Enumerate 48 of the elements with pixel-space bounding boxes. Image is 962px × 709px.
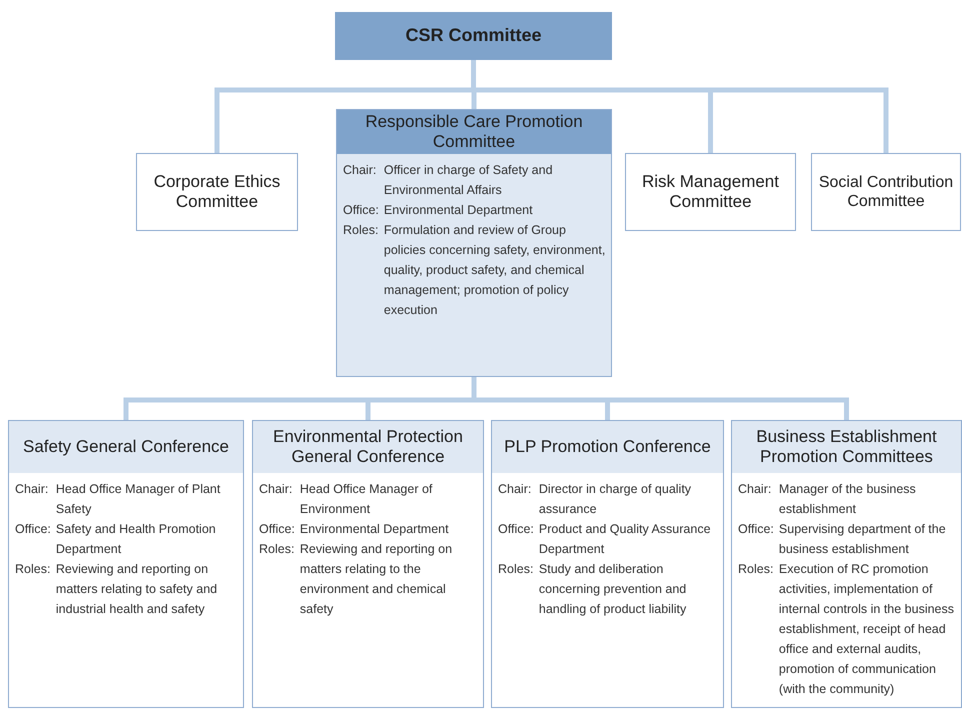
field-value: Formulation and review of Group policies concerning safety, environment, quality, product safety, and chemical management; promotion of policy execution [384, 222, 606, 319]
committee-name: Risk Management Committee [640, 170, 780, 213]
committee-box [335, 12, 612, 60]
committee-name: CSR Committee [404, 24, 543, 48]
field-value: Environmental Department [384, 202, 534, 219]
field-value: Reviewing and reporting on matters relating to safety and industrial health and safety [56, 561, 218, 618]
field-label: Office: [738, 521, 774, 538]
field-value: Officer in charge of Safety and Environmental Affairs [384, 162, 554, 199]
field-label: Chair: [738, 481, 772, 498]
field-label: Roles: [15, 561, 51, 578]
committee-name: Responsible Care Promotion Committee [337, 110, 611, 154]
field-value: Supervising department of the business establishment [778, 521, 947, 558]
field-label: Office: [343, 202, 379, 219]
committee-box [731, 420, 962, 708]
field-label: Chair: [259, 481, 294, 498]
field-value: Safety and Health Promotion Department [56, 521, 217, 558]
field-label: Chair: [343, 162, 378, 179]
field-label: Chair: [498, 481, 532, 498]
field-value: Head Office Manager of Plant Safety [56, 481, 222, 518]
committee-box [625, 153, 796, 231]
field-label: Office: [259, 521, 295, 538]
committee-name: Environmental Protection General Conference [253, 421, 483, 473]
field-value: Study and deliberation concerning prevention and handling of product liability [538, 561, 688, 618]
committee-name: Safety General Conference [9, 421, 243, 473]
committee-box [491, 420, 724, 708]
committee-box [811, 153, 961, 231]
field-label: Roles: [498, 561, 534, 578]
committee-box [136, 153, 298, 231]
committee-name: Corporate Ethics Committee [152, 170, 282, 213]
field-label: Office: [498, 521, 534, 538]
field-value: Head Office Manager of Environment [300, 481, 434, 518]
field-value: Manager of the business establishment [778, 481, 917, 518]
committee-name: Social Contribution Committee [818, 172, 954, 212]
field-value: Product and Quality Assurance Department [538, 521, 712, 558]
committee-box [336, 109, 612, 377]
committee-box [252, 420, 484, 708]
field-value: Reviewing and reporting on matters relating to the environment and chemical safety [300, 541, 454, 618]
field-value: Execution of RC promotion activities, implementation of internal controls in the business establishment, receipt of head office and external audits, promotion of communication (with the community) [778, 561, 956, 698]
field-label: Office: [15, 521, 51, 538]
field-label: Roles: [259, 541, 295, 558]
committee-name: Business Establishment Promotion Committees [732, 421, 961, 473]
committee-name: PLP Promotion Conference [492, 421, 723, 473]
field-label: Chair: [15, 481, 50, 498]
field-value: Environmental Department [300, 521, 450, 538]
committee-box [8, 420, 244, 708]
field-label: Roles: [343, 222, 379, 239]
field-value: Director in charge of quality assurance [538, 481, 692, 518]
field-label: Roles: [738, 561, 774, 578]
